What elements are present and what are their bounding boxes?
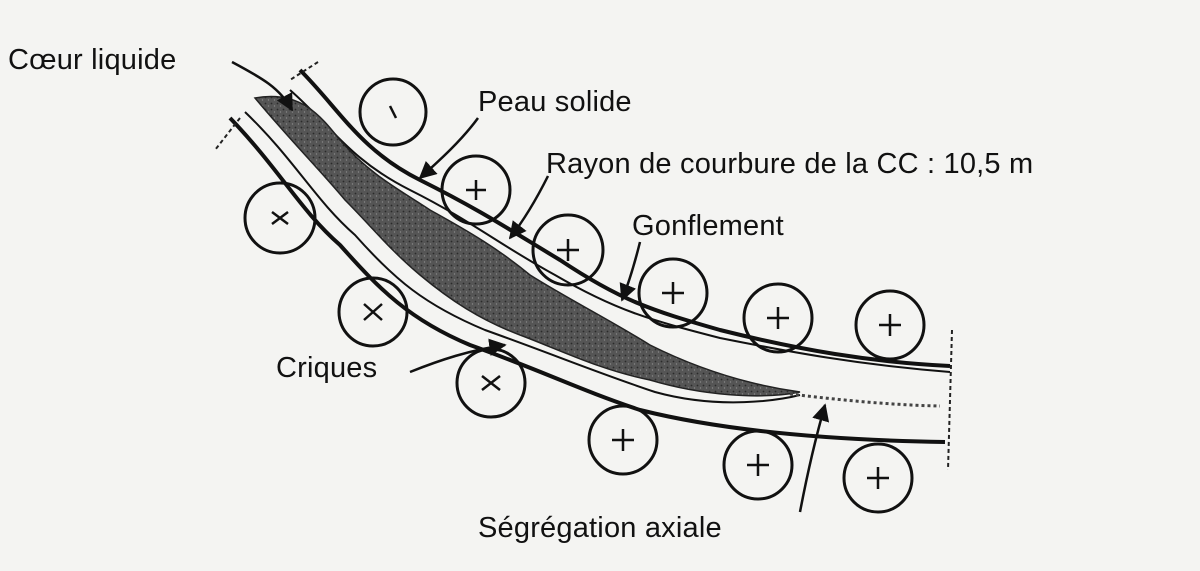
arrow-gonflement [619, 241, 642, 302]
shell-upper-inner-wall [289, 89, 951, 373]
label-criques: Criques [276, 352, 378, 384]
roll-upper-1 [358, 77, 428, 147]
roll-lower-1 [243, 181, 317, 255]
leader-arrows [231, 60, 830, 513]
roll-lower-4 [587, 404, 659, 476]
label-coeur-liquide: Cœur liquide [8, 44, 177, 76]
roll-lower-2 [337, 276, 409, 348]
lower-rolls [243, 181, 914, 514]
roll-upper-5 [742, 282, 814, 354]
roll-axle-marks [271, 105, 901, 489]
label-segregation-axiale: Ségrégation axiale [478, 512, 722, 544]
roll-upper-6 [854, 289, 926, 361]
strand-start-cut-upper [289, 61, 319, 81]
strand-upper-outer-wall [298, 68, 951, 368]
label-gonflement: Gonflement [632, 210, 784, 242]
roll-upper-2 [440, 154, 512, 226]
roll-upper-4 [637, 257, 709, 329]
arrow-peau-solide [418, 117, 480, 180]
label-rayon-courbure: Rayon de courbure de la CC : 10,5 m [546, 148, 1034, 180]
arrow-rayon-courbure [508, 175, 550, 240]
strand-end-cut [947, 329, 953, 471]
arrow-segregation-axiale [798, 403, 830, 513]
roll-upper-3 [531, 213, 605, 287]
arrow-coeur-liquide [231, 60, 294, 112]
liquid-core [253, 95, 801, 397]
roll-lower-5 [722, 429, 794, 501]
shell-lower-inner-wall [244, 111, 801, 404]
label-peau-solide: Peau solide [478, 86, 632, 118]
arrow-criques [409, 338, 507, 374]
axial-segregation-line [789, 392, 941, 408]
roll-lower-6 [842, 442, 914, 514]
upper-rolls [358, 77, 926, 361]
